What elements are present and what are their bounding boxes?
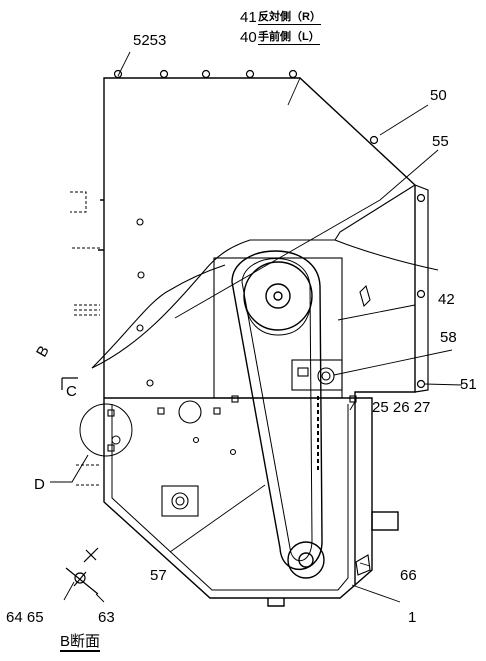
detail-circle-d [50, 403, 133, 483]
part-number-40: 40 [240, 29, 257, 46]
fastener-detail [65, 547, 99, 595]
part-number-50: 50 [430, 87, 447, 104]
part-number-57: 57 [150, 567, 167, 584]
part-number-5253: 5253 [133, 32, 167, 49]
part-numbers-64-65: 64 65 [6, 609, 44, 626]
label-near-side: 手前側（L） [258, 31, 320, 45]
upper-housing [98, 77, 429, 399]
leader-lines [63, 51, 463, 603]
lower-pulley [287, 541, 325, 579]
part-number-1: 1 [408, 609, 417, 626]
cover-plate [91, 184, 439, 399]
part-number-63: 63 [98, 609, 115, 626]
mounting-holes [136, 218, 237, 517]
part-number-42: 42 [438, 291, 455, 308]
detail-marker-d: D [34, 476, 45, 493]
section-markers [61, 377, 78, 390]
lower-housing [103, 397, 399, 607]
top-bolts [113, 69, 426, 389]
upper-pulley [243, 261, 313, 336]
drive-belt [231, 250, 323, 571]
label-opposite-side: 反対側（R） [258, 11, 321, 25]
view-marker-c: C [66, 383, 77, 400]
part-number-58: 58 [440, 329, 457, 346]
section-title: B断面 [60, 633, 101, 652]
part-number-51: 51 [460, 376, 477, 393]
part-number-41: 41 [240, 9, 257, 26]
part-number-55: 55 [432, 133, 449, 150]
part-number-66: 66 [400, 567, 417, 584]
corner-bolts [107, 395, 371, 576]
tensioner [291, 284, 371, 470]
part-numbers-25-26-27: 25 26 27 [372, 399, 431, 416]
dashed-fittings [70, 191, 100, 486]
